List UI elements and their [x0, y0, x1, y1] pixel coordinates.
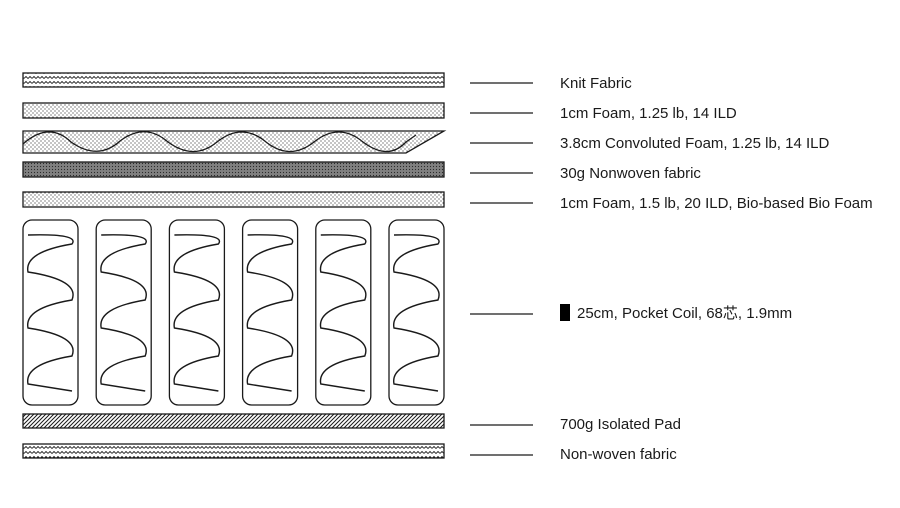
nonwoven-30g-layer	[22, 161, 445, 178]
isolated-pad-layer	[22, 413, 445, 429]
label-bio-foam: 1cm Foam, 1.5 lb, 20 ILD, Bio-based Bio …	[560, 195, 873, 212]
bio-foam-layer	[22, 191, 445, 208]
label-isolated-pad: 700g Isolated Pad	[560, 416, 681, 433]
pocket-coil-marker	[560, 304, 570, 321]
pocket-coil-box	[315, 219, 372, 406]
nonwoven-bottom-layer	[22, 443, 445, 459]
coil-spring	[27, 234, 74, 392]
coil-spring	[246, 234, 294, 392]
label-pocket-coil: 25cm, Pocket Coil, 68芯, 1.9mm	[577, 305, 792, 322]
leader-lines	[470, 82, 533, 456]
pocket-coil-box	[168, 219, 226, 406]
layer-labels: Knit Fabric 1cm Foam, 1.25 lb, 14 ILD 3.…	[560, 75, 873, 463]
pocket-coil-box	[241, 219, 299, 406]
layer-stack	[22, 72, 447, 459]
pocket-coil-box	[95, 219, 152, 406]
coil-spring	[173, 234, 221, 392]
coil-spring	[393, 234, 440, 392]
pocket-coil-layer	[22, 219, 445, 406]
pocket-coil-box	[388, 219, 445, 406]
label-foam-1cm: 1cm Foam, 1.25 lb, 14 ILD	[560, 105, 737, 122]
pocket-coil-box	[22, 219, 79, 406]
coil-spring	[100, 234, 147, 392]
knit-fabric-layer	[22, 72, 445, 88]
convoluted-foam-layer	[22, 130, 447, 154]
convoluted-foam-wave	[22, 131, 417, 153]
label-knit-fabric: Knit Fabric	[560, 75, 632, 92]
label-nonwoven-bottom: Non-woven fabric	[560, 446, 677, 463]
label-nonwoven-30g: 30g Nonwoven fabric	[560, 165, 701, 182]
coil-spring	[319, 234, 367, 392]
label-convoluted-foam: 3.8cm Convoluted Foam, 1.25 lb, 14 ILD	[560, 135, 829, 152]
foam-1cm-layer	[22, 102, 445, 119]
